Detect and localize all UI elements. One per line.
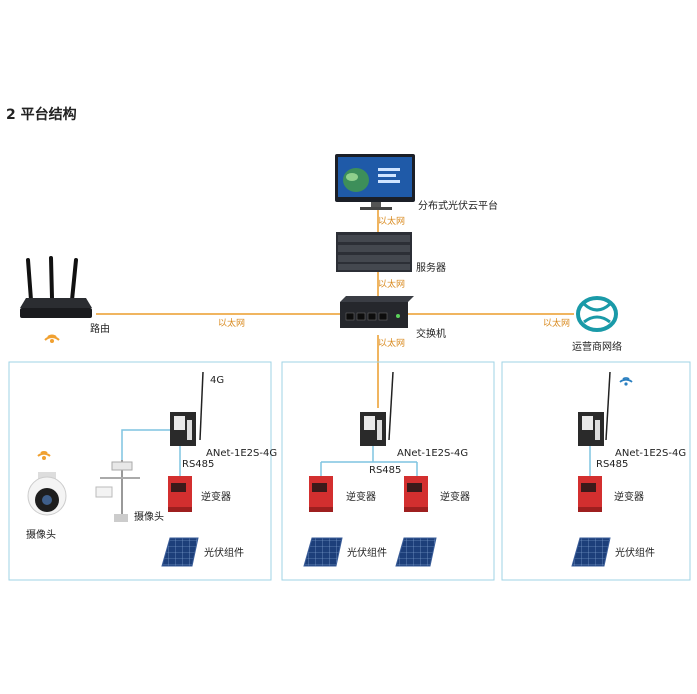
ethernet-label-cloud: 以太网 <box>378 215 405 227</box>
dome-camera-icon <box>27 472 67 516</box>
switch-label: 交换机 <box>416 327 446 340</box>
pv-panel-icon-2b <box>395 537 437 567</box>
inverter-icon-1 <box>168 476 192 512</box>
inverter-icon-2a <box>309 476 333 512</box>
station-box-1 <box>8 361 272 581</box>
gateway-label-1: ANet-1E2S-4G <box>206 448 277 459</box>
router-label: 路由 <box>90 322 110 335</box>
gateway-device-icon-3 <box>578 371 611 446</box>
ethernet-lines <box>96 205 574 408</box>
rs485-label-2: RS485 <box>369 465 401 476</box>
rs485-label-3: RS485 <box>596 459 628 470</box>
rs485-label-1: RS485 <box>182 459 214 470</box>
router-wifi-badge-icon <box>44 334 60 343</box>
ethernet-label-carrier: 以太网 <box>543 317 570 329</box>
carrier-network-icon <box>576 296 618 332</box>
pv-label-3: 光伏组件 <box>615 546 655 559</box>
station-box-3 <box>501 361 691 581</box>
inverter-label-3: 逆变器 <box>614 490 644 503</box>
pv-panel-icon-3 <box>571 537 611 567</box>
gateway-wifi-badge-icon-3 <box>619 377 633 386</box>
gateway-label-2: ANet-1E2S-4G <box>397 448 468 459</box>
weather-sensor-mast-icon <box>95 460 140 522</box>
pv-label-2: 光伏组件 <box>347 546 387 559</box>
ethernet-label-router: 以太网 <box>218 317 245 329</box>
inverter-icon-2b <box>404 476 428 512</box>
cloud-platform-monitor-icon <box>335 154 415 210</box>
cloud-platform-label: 分布式光伏云平台 <box>418 199 498 212</box>
camera-wifi-badge-icon <box>37 451 51 460</box>
ethernet-label-server: 以太网 <box>378 278 405 290</box>
pv-panel-icon-2a <box>303 537 343 567</box>
station-box-2 <box>281 361 495 581</box>
inverter-label-1: 逆变器 <box>201 490 231 503</box>
ethernet-label-station: 以太网 <box>378 337 405 349</box>
server-icon <box>336 232 412 272</box>
switch-icon <box>340 296 414 328</box>
gateway-device-icon-2 <box>360 371 394 446</box>
pv-panel-icon-1 <box>161 537 199 567</box>
inverter-label-2a: 逆变器 <box>346 490 376 503</box>
camera-label-mast: 摄像头 <box>134 510 164 523</box>
section-title: 2 平台结构 <box>6 106 77 123</box>
gateway-device-icon-1 <box>170 371 204 446</box>
gateway-4g-badge-1: 4G <box>210 375 224 386</box>
carrier-network-label: 运营商网络 <box>572 340 622 353</box>
pv-label-1: 光伏组件 <box>204 546 244 559</box>
server-label: 服务器 <box>416 261 446 274</box>
router-icon <box>20 256 92 318</box>
rs485-lines-2 <box>320 446 418 476</box>
camera-label-dome: 摄像头 <box>26 528 56 541</box>
inverter-icon-3 <box>578 476 602 512</box>
rs485-lines-1 <box>121 429 181 476</box>
inverter-label-2b: 逆变器 <box>440 490 470 503</box>
gateway-label-3: ANet-1E2S-4G <box>615 448 686 459</box>
